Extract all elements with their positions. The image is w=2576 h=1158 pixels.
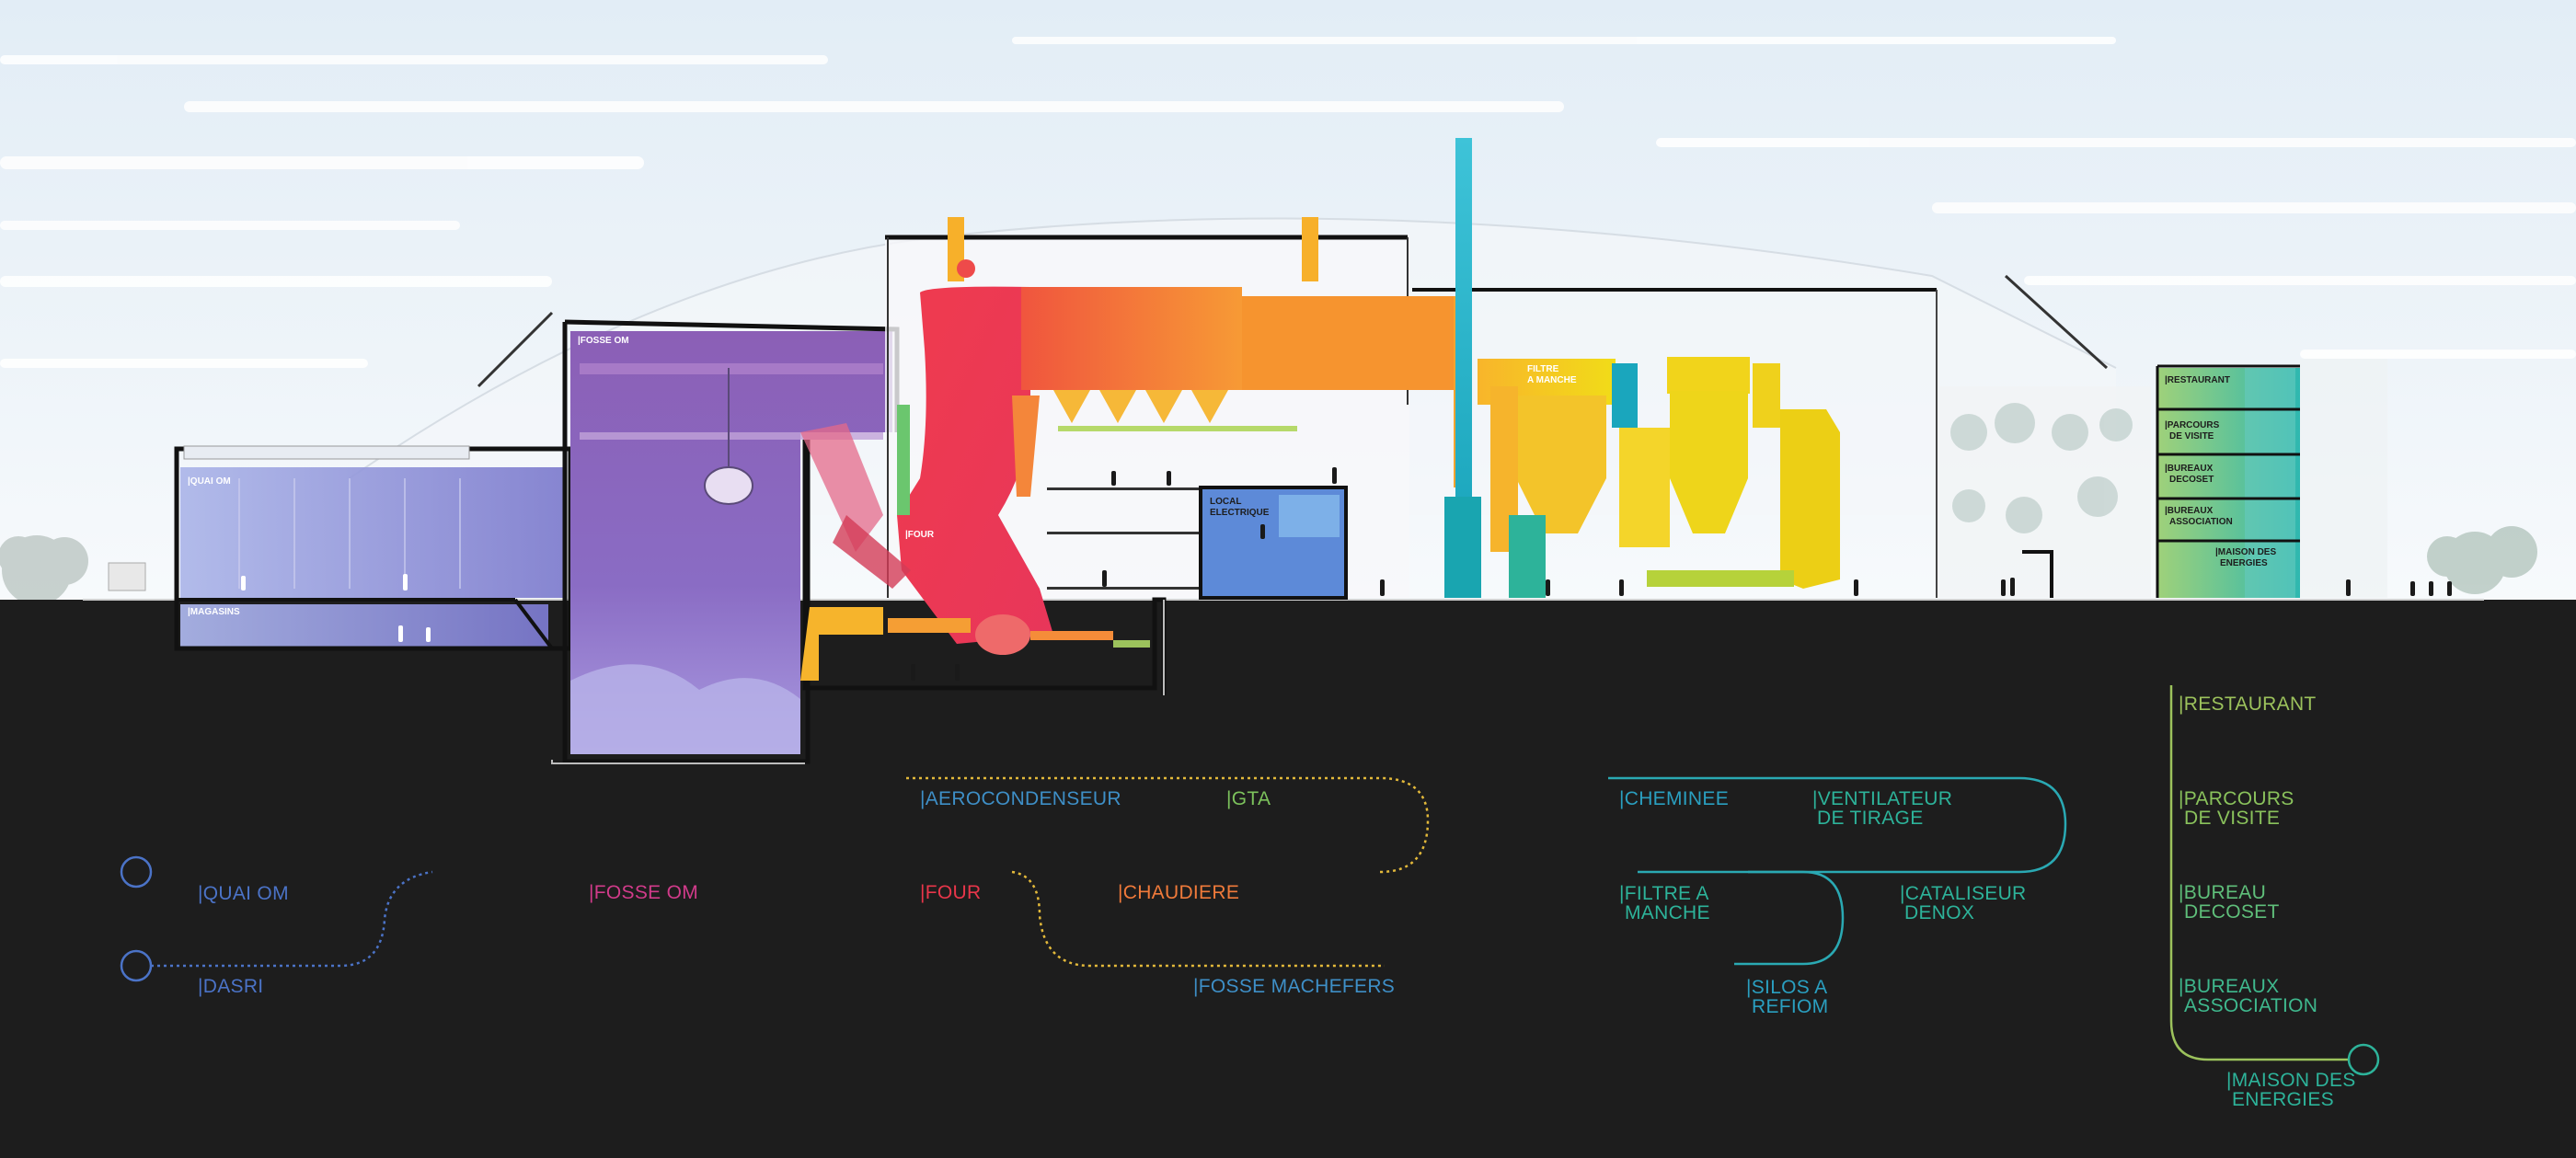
flow-label-ventilateur-1: |VENTILATEUR bbox=[1812, 788, 1952, 809]
flow-label-association-2: ASSOCIATION bbox=[2184, 995, 2317, 1016]
cloud-streaks bbox=[0, 37, 2576, 368]
flow-label-chaudiere: |CHAUDIERE bbox=[1118, 882, 1239, 903]
four-furnace bbox=[800, 259, 1053, 655]
association-section-label-1: |BUREAUX bbox=[2165, 506, 2214, 516]
flow-label-parcours-1: |PARCOURS bbox=[2179, 788, 2294, 809]
fosse-om-section-label: |FOSSE OM bbox=[578, 336, 629, 346]
decoset-section-label-1: |BUREAUX bbox=[2165, 464, 2214, 474]
canopy-strut-right bbox=[2004, 274, 2109, 370]
flow-label-fosse-om: |FOSSE OM bbox=[589, 882, 698, 903]
flow-label-silos-1: |SILOS A bbox=[1746, 977, 1827, 998]
decoset-section-label-2: DECOSET bbox=[2169, 475, 2214, 485]
cheminee-stack bbox=[1444, 138, 1481, 598]
office-tower bbox=[2156, 359, 2387, 598]
flow-label-parcours-2: DE VISITE bbox=[2184, 808, 2280, 829]
flow-label-catalyseur-1: |CATALISEUR bbox=[1900, 883, 2027, 904]
flow-label-quai-om: |QUAI OM bbox=[198, 883, 289, 904]
filtre-section-label-1: FILTRE bbox=[1527, 364, 1559, 374]
flow-label-dasri: |DASRI bbox=[198, 976, 263, 997]
people-silhouettes-light bbox=[241, 574, 431, 642]
restaurant-section-label: |RESTAURANT bbox=[2165, 375, 2230, 385]
flow-label-catalyseur-2: DENOX bbox=[1904, 902, 1974, 923]
local-electrique-label-2: ELECTRIQUE bbox=[1210, 508, 1270, 518]
canopy-strut-left bbox=[477, 311, 554, 388]
right-trees bbox=[2427, 526, 2537, 594]
flow-lines bbox=[120, 685, 2380, 1076]
filtre-section-label-2: A MANCHE bbox=[1527, 375, 1577, 385]
flow-label-maison-1: |MAISON DES bbox=[2226, 1070, 2356, 1091]
people-silhouettes bbox=[911, 467, 2452, 681]
flow-label-gta: |GTA bbox=[1226, 788, 1271, 809]
parcours-section-label-2: DE VISITE bbox=[2169, 431, 2214, 441]
filtre-a-manche bbox=[1478, 357, 1840, 598]
flow-label-association-1: |BUREAUX bbox=[2179, 976, 2279, 997]
flow-label-aerocondenseur: |AEROCONDENSEUR bbox=[920, 788, 1121, 809]
flow-label-restaurant: |RESTAURANT bbox=[2179, 694, 2317, 715]
flow-label-maison-2: ENERGIES bbox=[2232, 1089, 2334, 1110]
magasins-section-label: |MAGASINS bbox=[188, 607, 240, 617]
maison-section-label-1: |MAISON DES bbox=[2215, 547, 2276, 557]
machefers-conveyors bbox=[800, 607, 1150, 681]
parcours-section-label-1: |PARCOURS bbox=[2165, 420, 2220, 430]
flow-label-decoset-1: |BUREAU bbox=[2179, 882, 2266, 903]
flow-label-decoset-2: DECOSET bbox=[2184, 901, 2280, 923]
flow-label-filtre-2: MANCHE bbox=[1625, 902, 1710, 923]
glazed-hall bbox=[1939, 386, 2151, 598]
flow-label-silos-2: REFIOM bbox=[1752, 996, 1828, 1017]
flow-label-filtre-1: |FILTRE A bbox=[1619, 883, 1709, 904]
association-section-label-2: ASSOCIATION bbox=[2169, 517, 2233, 527]
local-electrique bbox=[1199, 486, 1348, 600]
flow-label-cheminee: |CHEMINEE bbox=[1619, 788, 1729, 809]
maison-section-label-2: ENERGIES bbox=[2220, 558, 2268, 568]
flow-label-ventilateur-2: DE TIRAGE bbox=[1817, 808, 1924, 829]
left-trees bbox=[0, 535, 88, 605]
quai-om-section-label: |QUAI OM bbox=[188, 476, 231, 487]
flow-label-four: |FOUR bbox=[920, 882, 981, 903]
local-electrique-label-1: LOCAL bbox=[1210, 497, 1241, 507]
four-section-label: |FOUR bbox=[905, 530, 935, 540]
ground-dark bbox=[0, 600, 2576, 1153]
flow-label-fosse-machefers: |FOSSE MACHEFERS bbox=[1193, 976, 1395, 997]
quai-om-building bbox=[174, 445, 573, 651]
left-vehicle bbox=[108, 562, 146, 591]
